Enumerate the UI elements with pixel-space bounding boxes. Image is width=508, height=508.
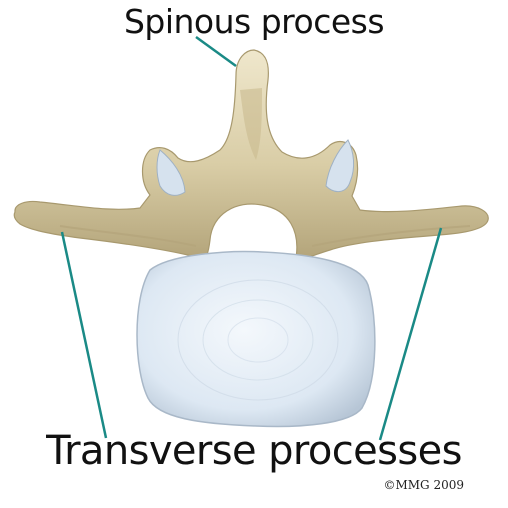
leader-line-spinous [195, 35, 237, 68]
leader-line-transverse-right [378, 227, 443, 441]
vertebral-arch [13, 49, 489, 260]
leader-line-transverse-left [60, 231, 108, 439]
spinous-process-label: Spinous process [123, 2, 385, 41]
facet-joints [156, 139, 355, 196]
copyright-notice: ©MMG 2009 [383, 478, 464, 492]
vertebral-disc [136, 250, 376, 428]
transverse-processes-label: Transverse processes [46, 428, 462, 474]
